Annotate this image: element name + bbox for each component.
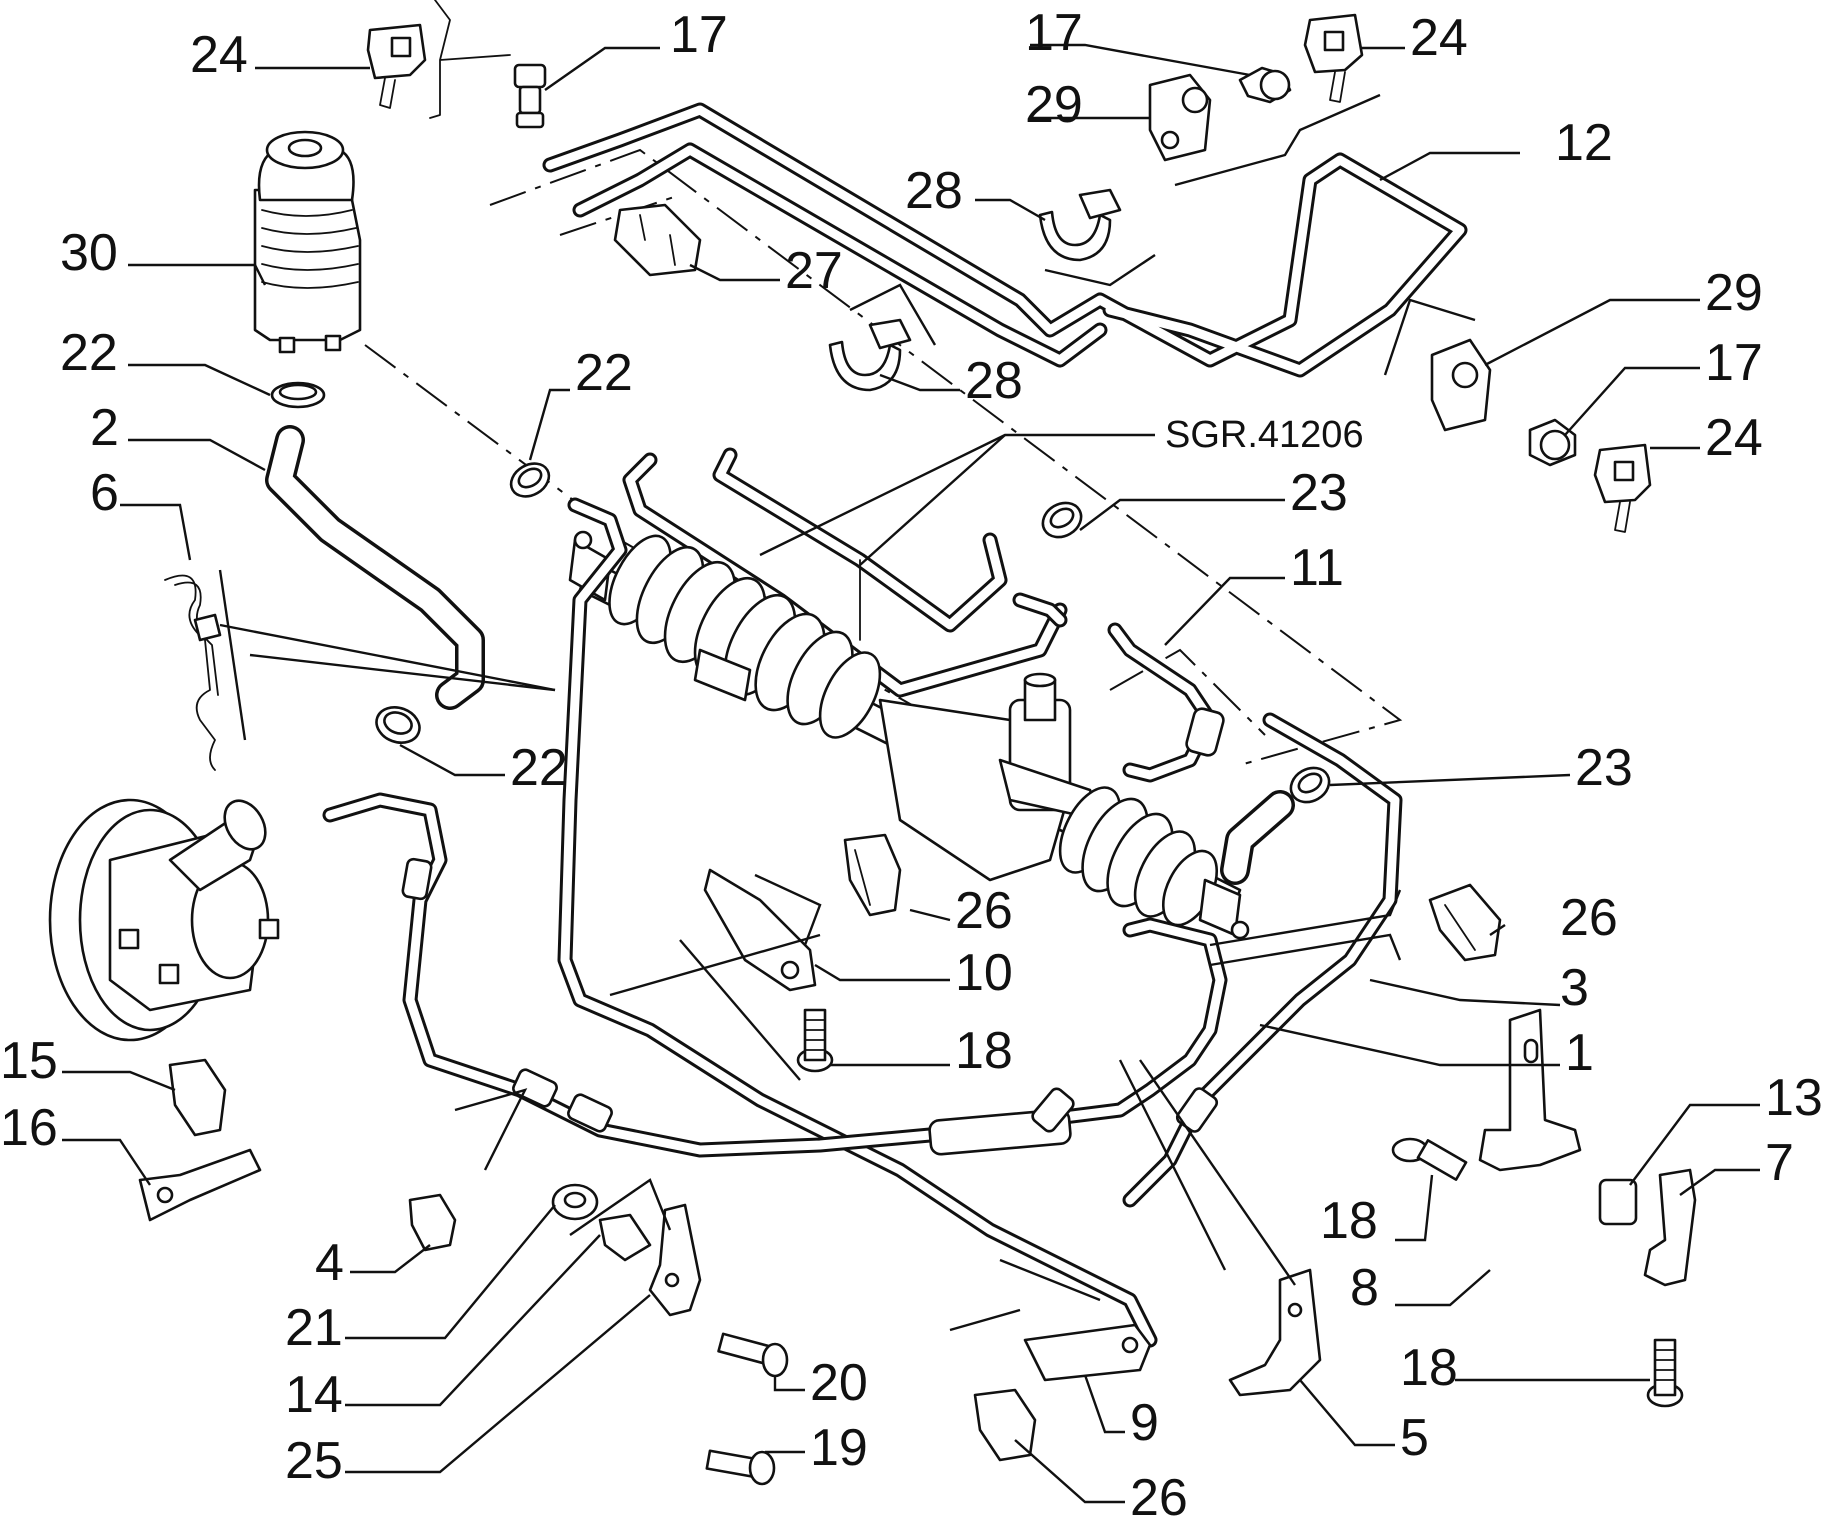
callout-29: 29	[1025, 76, 1083, 134]
callout-22: 22	[510, 739, 568, 797]
callout-15: 15	[0, 1032, 58, 1090]
callout-23: 23	[1575, 739, 1633, 797]
pressure-switch-upper-left	[513, 63, 547, 129]
callout-6: 6	[90, 464, 119, 522]
pipe-clip-26-right	[1428, 883, 1502, 962]
callout-26: 26	[955, 882, 1013, 940]
bracket-10	[703, 868, 817, 992]
pipe-clip-28-lower	[828, 318, 912, 392]
hose-clamp-23-lower	[1289, 766, 1331, 804]
callout-2: 2	[90, 399, 119, 457]
return-pipe	[557, 497, 1158, 1348]
electrical-connector-top	[1303, 13, 1364, 103]
callout-28: 28	[965, 352, 1023, 410]
switch-bracket-right	[1430, 338, 1492, 432]
nut-21	[551, 1183, 599, 1221]
callout-17: 17	[1705, 334, 1763, 392]
bracket-9	[1023, 1323, 1152, 1382]
callout-12: 12	[1555, 114, 1613, 172]
callout-4: 4	[315, 1234, 344, 1292]
supply-hose	[265, 425, 485, 710]
callout-5: 5	[1400, 1409, 1429, 1467]
callout-24: 24	[1410, 9, 1468, 67]
bolt-19	[705, 1449, 776, 1486]
callout-26: 26	[1560, 889, 1618, 947]
callout-13: 13	[1765, 1069, 1823, 1127]
callout-10: 10	[955, 944, 1013, 1002]
bolt-18-upper	[796, 1008, 834, 1073]
pipe-clip-4	[408, 1193, 457, 1252]
bolt-20	[717, 1332, 789, 1378]
pipe-clip-27	[613, 203, 702, 277]
drawing-code-label: SGR.41206	[1165, 414, 1364, 456]
bracket-25	[648, 1203, 702, 1317]
callout-30: 30	[60, 224, 118, 282]
callout-25: 25	[285, 1432, 343, 1490]
callout-1: 1	[1565, 1024, 1594, 1082]
callout-14: 14	[285, 1366, 343, 1424]
bracket-16	[138, 1148, 262, 1222]
electrical-connector-upper-left	[366, 23, 427, 109]
callout-18: 18	[1320, 1192, 1378, 1250]
hose-clamp-pump	[375, 706, 421, 744]
callout-18: 18	[955, 1022, 1013, 1080]
callout-17: 17	[670, 6, 728, 64]
callout-17: 17	[1025, 4, 1083, 62]
hose-clamp-upper	[270, 381, 326, 409]
switch-bracket-top	[1148, 73, 1212, 162]
callout-27: 27	[785, 242, 843, 300]
callout-8: 8	[1350, 1259, 1379, 1317]
callout-24: 24	[1705, 409, 1763, 467]
callout-18: 18	[1400, 1339, 1458, 1397]
wiring-clip-6	[164, 574, 222, 771]
callout-7: 7	[1765, 1134, 1794, 1192]
pressure-hose	[322, 792, 1228, 1158]
bolt-18-right	[1391, 1137, 1468, 1181]
fluid-reservoir	[253, 130, 362, 354]
pipe-clip-26-upper	[843, 833, 902, 917]
callout-20: 20	[810, 1354, 868, 1412]
hose-23-lower	[1220, 790, 1295, 885]
callout-9: 9	[1130, 1394, 1159, 1452]
pressure-switch-right	[1528, 418, 1577, 467]
callout-21: 21	[285, 1299, 343, 1357]
steering-pump	[48, 798, 280, 1042]
callout-11: 11	[1290, 539, 1344, 597]
callout-22: 22	[575, 344, 633, 402]
callout-28: 28	[905, 162, 963, 220]
callout-22: 22	[60, 324, 118, 382]
pipe-clip-28-upper	[1038, 188, 1122, 262]
callout-29: 29	[1705, 264, 1763, 322]
pressure-switch-top	[1238, 66, 1292, 104]
callout-23: 23	[1290, 464, 1348, 522]
leader-lines	[62, 0, 1760, 1504]
hose-clamp-23-upper	[1041, 501, 1083, 539]
callout-19: 19	[810, 1419, 868, 1477]
bracket-8	[1478, 1008, 1582, 1172]
callout-24: 24	[190, 26, 248, 84]
callout-26: 26	[1130, 1469, 1188, 1519]
pipe-clip-26-lower	[973, 1388, 1037, 1462]
steering-rack	[568, 530, 1250, 940]
bolt-18-lower-right	[1646, 1338, 1684, 1408]
bracket-7	[1643, 1168, 1697, 1287]
bracket-5	[1228, 1268, 1322, 1397]
pipe-clip-13	[1598, 1178, 1638, 1226]
electrical-connector-right	[1593, 443, 1652, 533]
hose-clamp-rack	[509, 462, 551, 498]
callout-3: 3	[1560, 959, 1589, 1017]
pipe-clip-15	[168, 1058, 227, 1137]
pressure-pipe-assembly	[542, 102, 1468, 378]
callout-labels: 24 17 30 22 2 6 22 22 17 29 24 12 28 27 …	[0, 4, 1823, 1519]
callout-16: 16	[0, 1099, 58, 1157]
low-pressure-hose	[1107, 622, 1225, 783]
return-pipe-right	[1122, 712, 1403, 1208]
clip-14	[598, 1213, 652, 1262]
